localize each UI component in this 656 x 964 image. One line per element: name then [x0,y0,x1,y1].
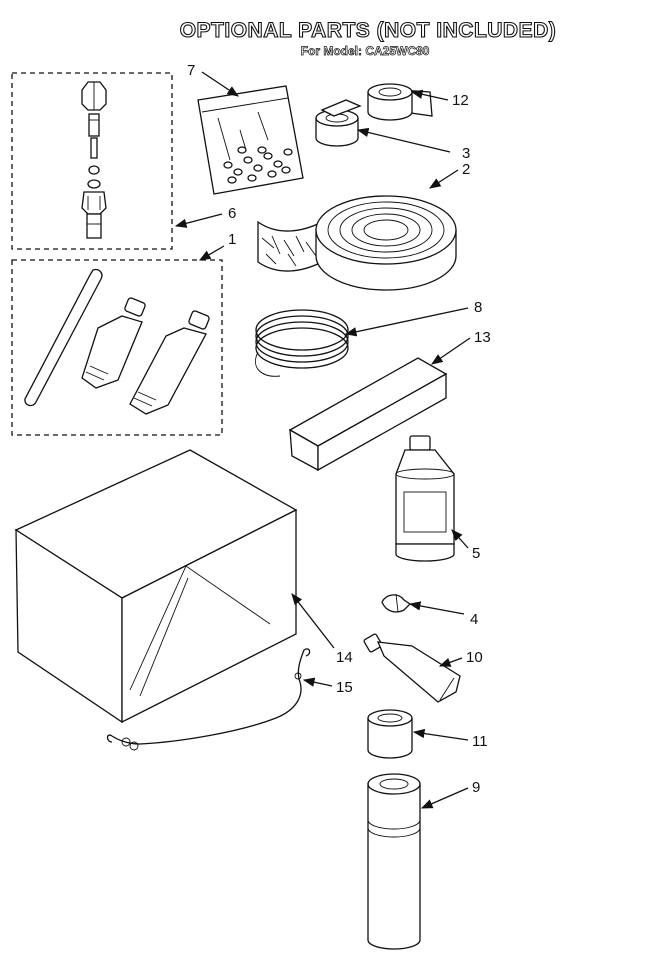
part-12-tape-roll [367,83,433,121]
callout-8: 8 [474,299,482,316]
leader-11 [412,728,469,741]
leader-3 [356,127,451,153]
callout-14: 14 [336,649,353,666]
part-7-fasteners [223,146,293,184]
leader-12 [410,89,449,101]
part-1-lubricant-kit [11,259,223,436]
callout-15: 15 [336,679,353,696]
part-7-fastener-bag [197,85,304,195]
part-15-bungee-cord [106,648,311,751]
callout-5: 5 [472,545,480,562]
callout-12: 12 [452,92,469,109]
part-9-spray-can [367,773,421,950]
part-1-group-box [11,259,223,436]
callout-7: 7 [187,62,195,79]
part-14-cover [14,449,298,724]
leader-7 [201,71,239,97]
leader-2 [429,169,459,189]
leader-4 [408,601,465,615]
callout-4: 4 [470,611,478,628]
callout-labels: 7 12 3 2 6 1 8 13 5 4 10 11 9 14 15 [187,62,491,796]
leader-9 [420,787,469,809]
leader-13 [431,337,471,365]
leader-1 [198,245,225,261]
leader-10 [438,657,463,667]
leader-14 [291,593,335,649]
callout-1: 1 [228,231,236,248]
part-1-tube-small [81,297,146,389]
callout-3: 3 [462,145,470,162]
callout-13: 13 [474,329,491,346]
part-13-foam-block [288,357,448,472]
page-title: OPTIONAL PARTS (NOT INCLUDED) [180,19,557,42]
part-10-sealant-tube [363,633,461,703]
part-5-bottle [395,435,455,562]
part-6-fitting-drawing [81,81,107,239]
leader-5 [451,529,469,549]
part-3-foam-tape [315,99,362,147]
leader-8 [344,307,469,337]
callout-10: 10 [466,649,483,666]
leader-6 [174,213,223,228]
part-6-group-box [11,72,173,250]
part-6-adapter-kit [11,72,173,250]
callout-2: 2 [462,161,470,178]
part-2-insulation-roll [257,195,457,291]
model-subtitle: For Model: CA25WC80 [301,44,430,58]
leader-15 [302,677,333,687]
part-4-valve-cap [381,593,412,613]
callout-9: 9 [472,779,480,796]
part-11-small-tape [367,709,413,759]
part-1-tube-large [129,310,210,415]
callout-6: 6 [228,205,236,222]
part-1-applicator-stick [24,268,103,407]
part-8-wire-coil [255,309,349,377]
callout-11: 11 [472,733,488,750]
leader-lines [174,71,471,809]
